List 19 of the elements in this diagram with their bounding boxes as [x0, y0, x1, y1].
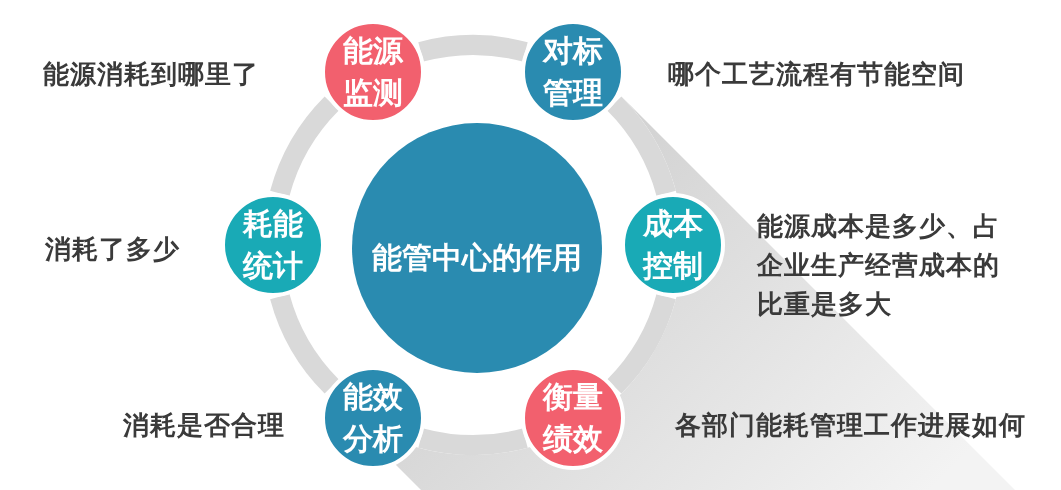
- ring-arc: [270, 293, 340, 394]
- topic-label: 能效分析: [341, 379, 404, 457]
- question-text: 哪个工艺流程有节能空间: [668, 57, 965, 91]
- hub-title: 能管中心的作用: [372, 240, 582, 276]
- question-text: 消耗了多少: [45, 232, 180, 266]
- ring-arc: [418, 428, 528, 455]
- ring-arc: [606, 96, 676, 197]
- question-text: 消耗是否合理: [123, 408, 285, 442]
- question-text: 能源成本是多少、占企业生产经营成本的比重是多大: [757, 209, 1001, 321]
- ring-arc: [418, 35, 528, 62]
- topic-label: 能源监测: [342, 33, 404, 111]
- ring-arc: [270, 96, 340, 197]
- topic-label: 成本控制: [641, 206, 704, 284]
- topic-label: 对标管理: [541, 33, 604, 111]
- question-text: 各部门能耗管理工作进展如何: [675, 408, 1026, 442]
- ring-arc: [606, 293, 676, 394]
- topic-label: 耗能统计: [241, 206, 304, 284]
- question-text: 能源消耗到哪里了: [43, 57, 259, 91]
- topic-label: 衡量绩效: [541, 379, 604, 457]
